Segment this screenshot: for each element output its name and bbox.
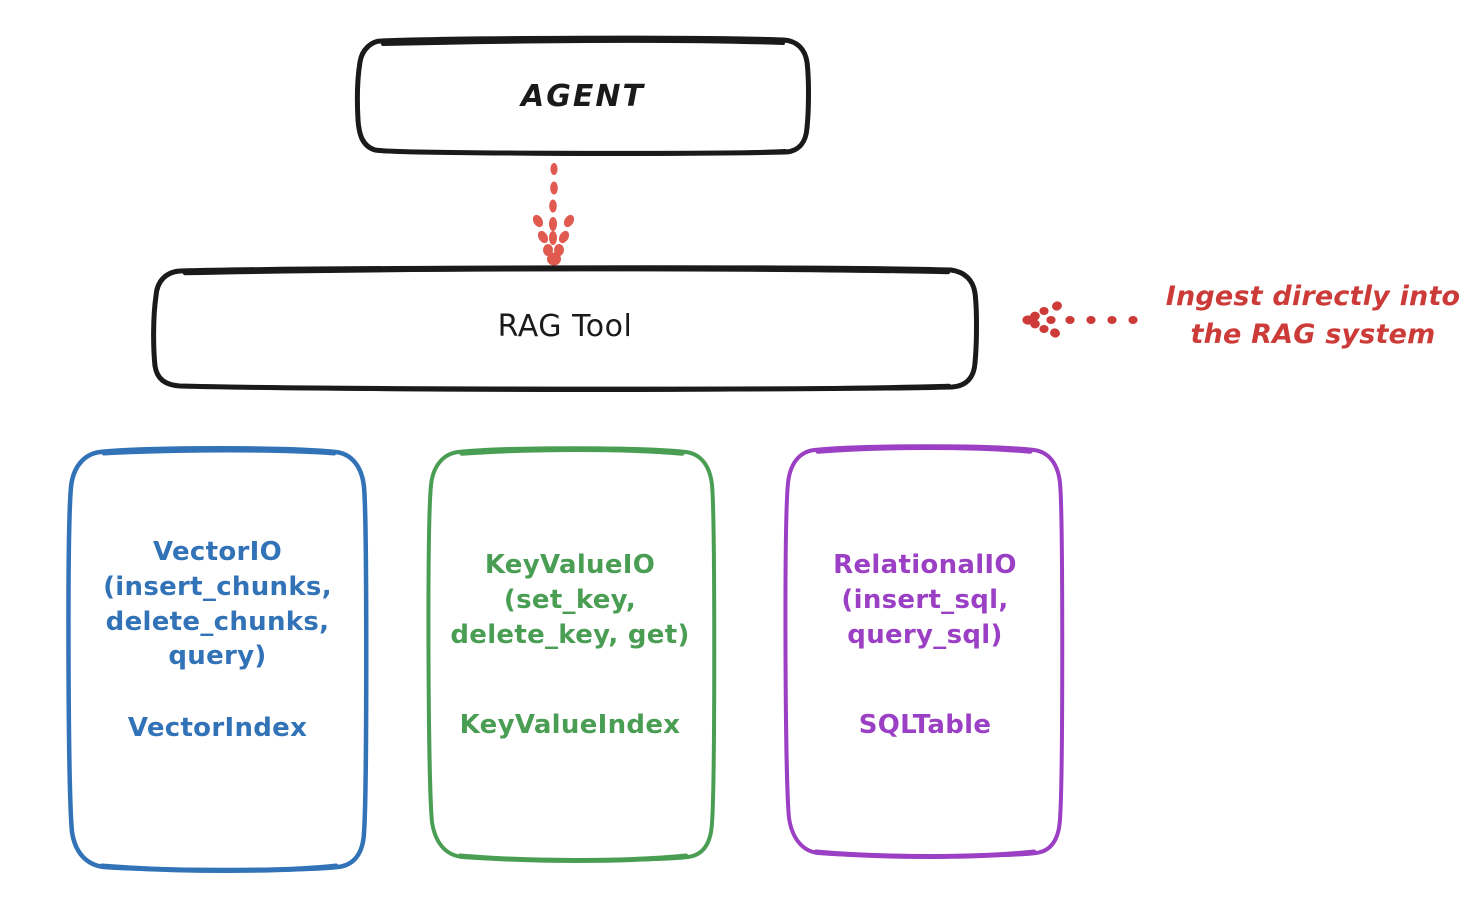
agent-box (354, 35, 811, 156)
rag-tool-box-top-overstroke (182, 266, 951, 276)
keyvalue-store-node[interactable] (426, 446, 717, 863)
keyvalue-store-index-label: KeyValueIndex (459, 710, 681, 740)
vector-store-node[interactable] (66, 446, 369, 873)
rag-tool-box-bottom-overstroke (181, 383, 952, 392)
agent-box-bottom-overstroke (379, 149, 787, 156)
keyvalue-store-api-label: KeyValueIO (set_key, delete_key, get) (450, 550, 690, 650)
ingest-arrow-icon (1022, 301, 1138, 338)
vector-store-api-label: VectorIO (insert_chunks, delete_chunks, … (103, 537, 332, 672)
vector-store-box-top-overstroke (101, 447, 337, 456)
relational-store-box-top-overstroke (815, 444, 1033, 454)
agent-node[interactable] (354, 35, 811, 156)
keyvalue-store-box (426, 446, 717, 862)
agent-box-top-overstroke (381, 38, 785, 46)
rag-tool-box (151, 265, 979, 392)
relational-store-index-label: SQLTable (858, 710, 992, 740)
relational-store-node[interactable] (783, 444, 1065, 859)
vector-store-box-bottom-overstroke (99, 863, 339, 873)
vector-store-index-label: VectorIndex (127, 713, 308, 743)
relational-store-api-label: RelationalIO (insert_sql, query_sql) (833, 550, 1017, 650)
agent-to-rag-arrow (532, 163, 575, 266)
ingest-annotation-label: Ingest directly into the RAG system (1165, 281, 1461, 350)
relational-store-box-bottom-overstroke (813, 849, 1037, 859)
keyvalue-store-box-bottom-overstroke (457, 853, 689, 863)
rag-tool-node[interactable] (151, 265, 979, 392)
keyvalue-store-box-top-overstroke (459, 446, 685, 456)
